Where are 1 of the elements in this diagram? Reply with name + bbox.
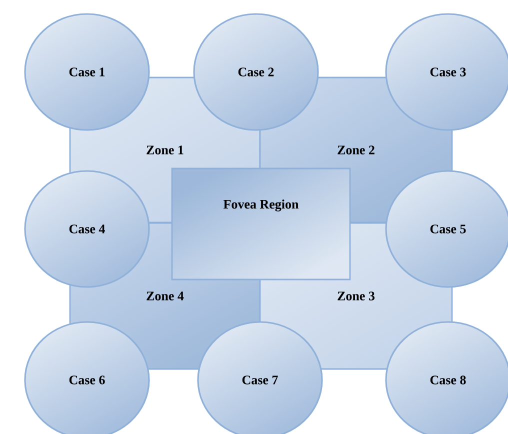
region-box: Fovea Region — [171, 168, 351, 280]
